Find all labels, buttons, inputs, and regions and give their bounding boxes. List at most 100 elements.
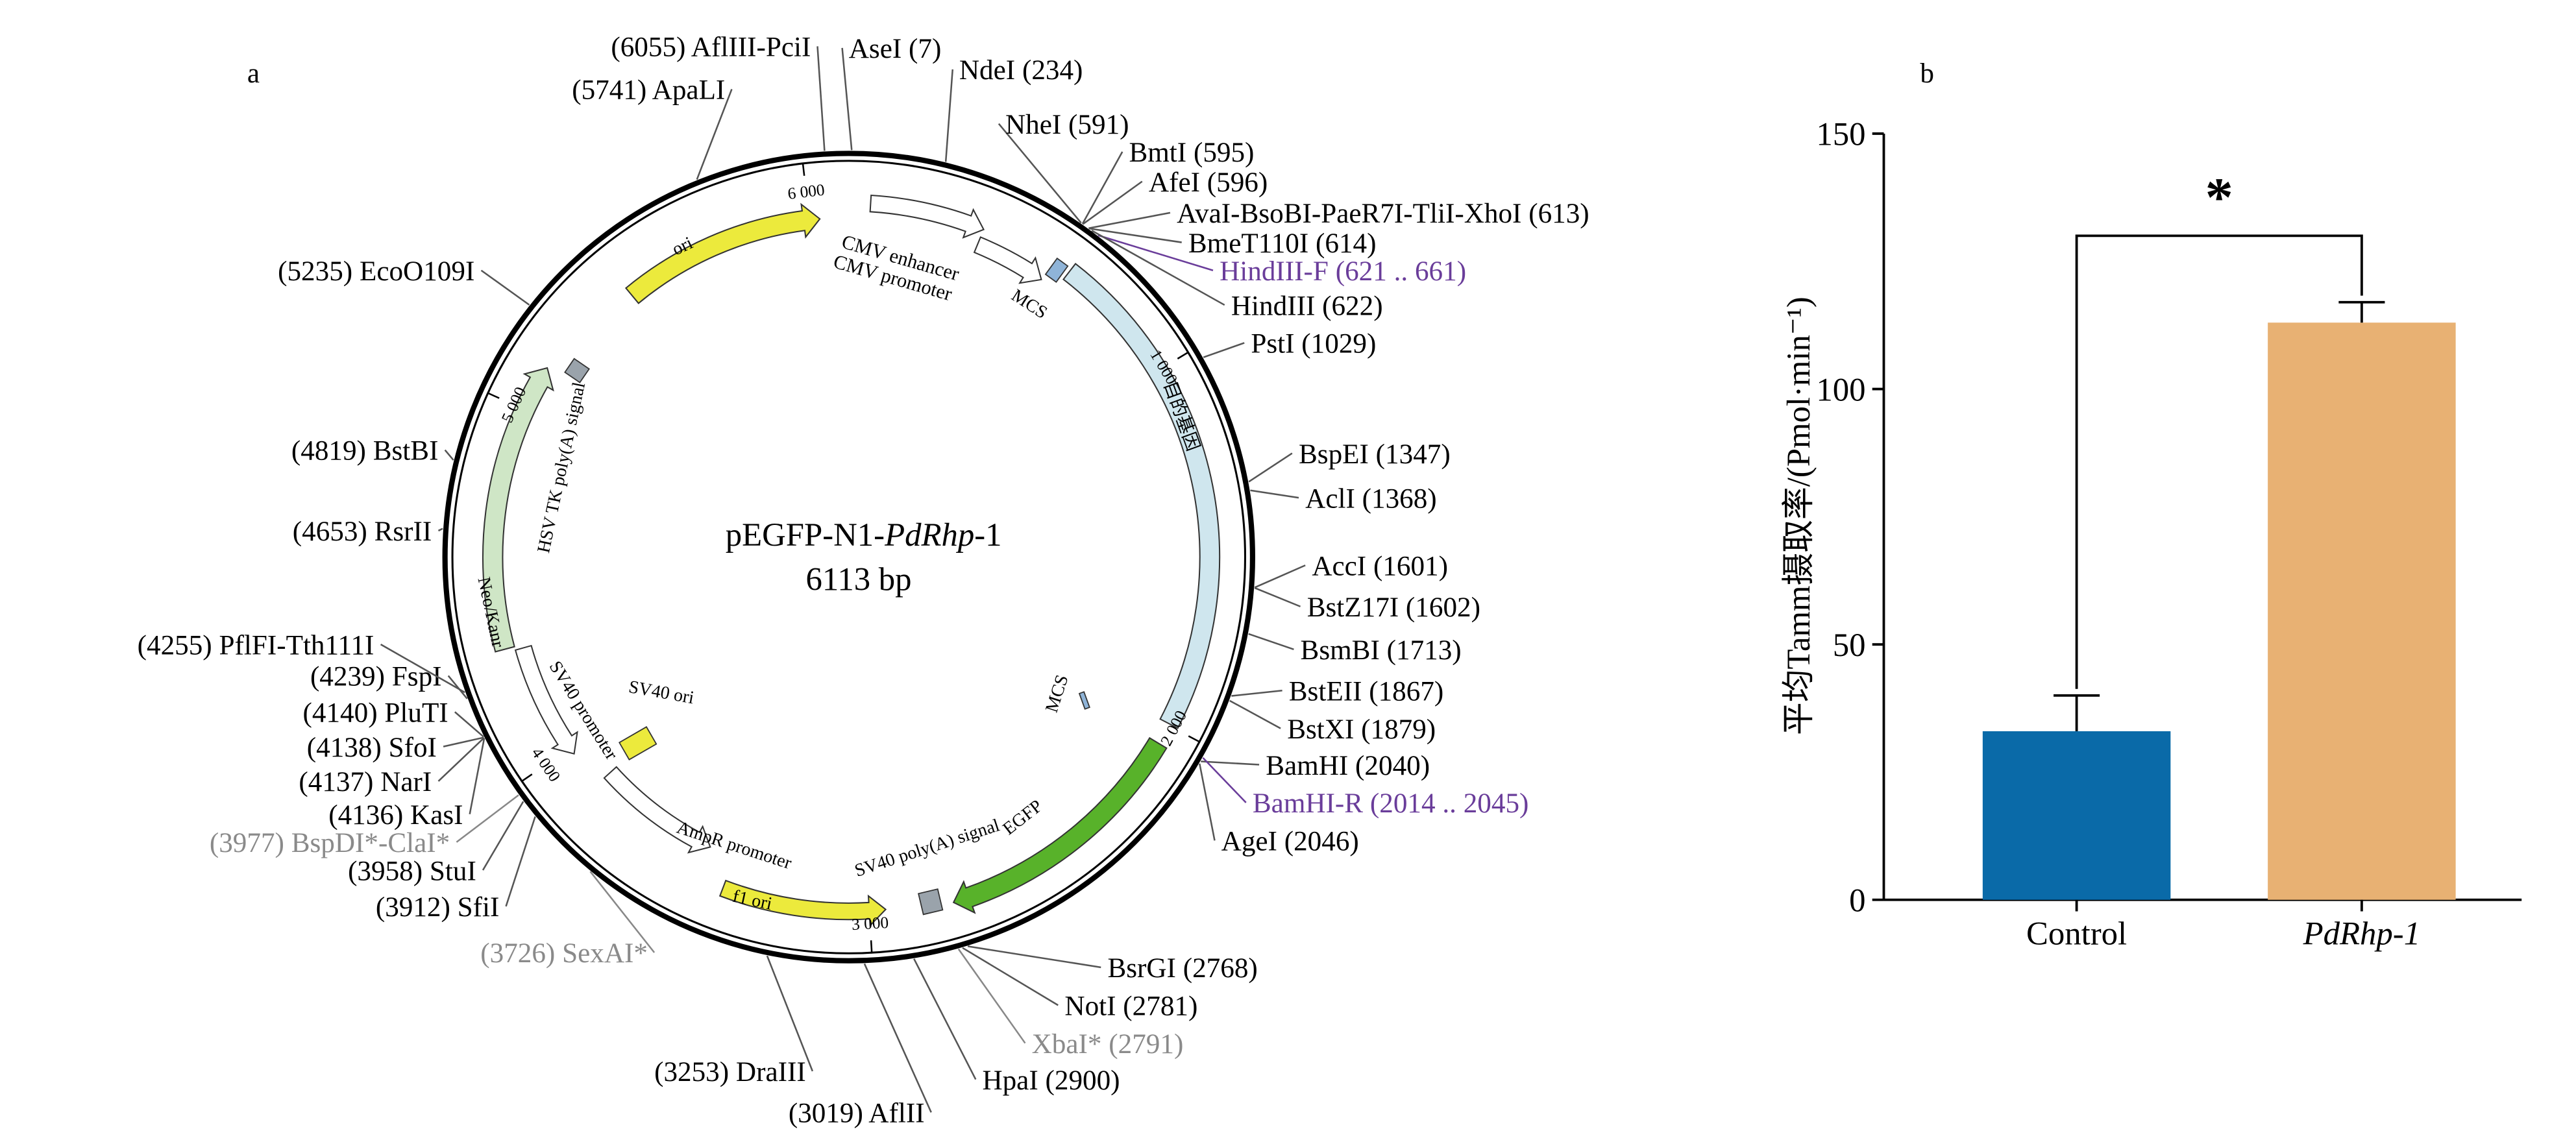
restriction-site-label: AfeI (596) — [1149, 167, 1268, 198]
restriction-site-label: (3019) AflII — [789, 1099, 925, 1129]
site-leader-line — [1201, 760, 1260, 766]
bp-tick — [487, 392, 500, 399]
restriction-site-label: PstI (1029) — [1251, 329, 1376, 359]
bp-tick — [870, 940, 873, 954]
sv40-polya-box — [918, 888, 944, 916]
restriction-site-label: BsrGI (2768) — [1107, 953, 1257, 984]
feature-label-sv40-ori: SV40 ori — [627, 677, 696, 708]
site-leader-line — [913, 958, 977, 1080]
site-leader-line — [1202, 757, 1247, 803]
significance-marker: * — [2205, 166, 2233, 228]
site-leader-line — [863, 963, 932, 1113]
site-leader-line — [1088, 227, 1182, 243]
restriction-sites: AseI (7)NdeI (234)NheI (591)BmtI (595)Af… — [138, 32, 1589, 1129]
restriction-site-label: AseI (7) — [849, 34, 942, 64]
insert-gene-arc — [1062, 263, 1221, 729]
site-leader-line — [944, 69, 954, 162]
site-leader-line — [437, 737, 485, 782]
site-leader-line — [469, 738, 485, 814]
feature-label-f1-ori: f1 ori — [731, 886, 774, 914]
bp-tick-label: 2 000 — [1157, 708, 1190, 749]
restriction-site-label: (6055) AflIII-PciI — [611, 32, 811, 63]
restriction-site-label: (5741) ApaLI — [572, 75, 725, 106]
restriction-site-label: (3977) BspDI*-ClaI* — [210, 828, 450, 858]
f1-ori-arrow — [718, 879, 887, 927]
restriction-site-label: BmtI (595) — [1129, 138, 1254, 168]
site-leader-line — [456, 794, 519, 843]
site-leader-line — [1198, 763, 1216, 841]
site-leader-line — [443, 736, 484, 747]
sv40-promoter-arrow — [514, 644, 578, 755]
site-leader-line — [1082, 180, 1143, 225]
ori-arrow — [624, 202, 821, 304]
restriction-site-label: (4140) PluTI — [303, 698, 448, 729]
site-leader-line — [505, 816, 536, 907]
site-leader-line — [482, 801, 524, 871]
restriction-site-label: BstXI (1879) — [1287, 714, 1436, 745]
restriction-site-label: (4255) PflFI-Tth111I — [138, 630, 374, 661]
bp-tick — [802, 162, 805, 176]
site-leader-line — [437, 528, 443, 532]
bp-tick — [1177, 351, 1190, 359]
site-leader-line — [444, 449, 454, 461]
restriction-site-label: (3912) SfiI — [376, 892, 500, 923]
feature-label-mcs-inner: MCS — [1042, 672, 1073, 715]
restriction-site-label: BstEII (1867) — [1289, 676, 1444, 707]
restriction-site-label: (4653) RsrII — [293, 516, 432, 547]
restriction-site-label: NotI (2781) — [1064, 991, 1197, 1022]
site-leader-line — [967, 945, 1101, 969]
site-leader-line — [1229, 699, 1281, 729]
site-leader-line — [1088, 212, 1171, 230]
site-leader-line — [1231, 689, 1282, 697]
ampr-promoter-arrow — [603, 766, 711, 854]
site-leader-line — [998, 123, 1082, 224]
panel-a-label: a — [247, 58, 260, 89]
feature-label-mcs: MCS — [1008, 285, 1051, 323]
site-leader-line — [816, 46, 826, 151]
feature-label-egfp: EGFP — [999, 796, 1046, 839]
restriction-site-label: BamHI (2040) — [1266, 751, 1430, 781]
restriction-site-label: BstZ17I (1602) — [1307, 592, 1480, 623]
restriction-site-label: (4239) FspI — [310, 662, 442, 692]
x-tick-label: Control — [2026, 915, 2127, 951]
restriction-site-label: (4137) NarI — [299, 767, 432, 797]
feature-label-insert: 目的基因 — [1159, 378, 1203, 454]
restriction-site-label: (4819) BstBI — [291, 436, 439, 467]
plasmid-size: 6113 bp — [805, 561, 911, 597]
cmv-promoter-arrow — [973, 236, 1042, 284]
feature-label-sv40-polya: SV40 poly(A) signal — [852, 815, 1002, 880]
bar-control — [1982, 731, 2171, 900]
site-leader-line — [1250, 489, 1299, 499]
restriction-site-label: (4136) KasI — [328, 800, 463, 831]
plasmid-backbone-inner — [451, 160, 1247, 954]
y-tick-label: 100 — [1816, 371, 1865, 407]
site-leader-line — [380, 644, 465, 694]
restriction-site-label: (3726) SexAI* — [480, 938, 648, 969]
y-tick-label: 150 — [1816, 116, 1865, 152]
mcs-inner-mark — [1078, 691, 1090, 710]
restriction-site-label: XbaI* (2791) — [1032, 1029, 1184, 1060]
egfp-arrow — [952, 736, 1168, 914]
hsv-polya-box — [564, 358, 590, 383]
site-leader-line — [957, 948, 1026, 1044]
plasmid-backbone-outer — [442, 151, 1255, 964]
bp-tick — [1188, 735, 1201, 743]
restriction-site-label: HpaI (2900) — [982, 1065, 1120, 1096]
sv40-ori-box — [619, 726, 657, 760]
restriction-site-label: (3253) DraIII — [654, 1057, 806, 1087]
site-leader-line — [1091, 230, 1225, 306]
y-axis-label: 平均Tamm摄取率/(Pmol·min⁻¹) — [1780, 297, 1817, 735]
neo-kanr-arrow — [482, 367, 554, 653]
site-leader-line — [696, 88, 733, 180]
site-leader-line — [480, 269, 530, 306]
plasmid-name: pEGFP-N1-PdRhp-1 — [726, 516, 1002, 553]
significance-bracket — [2075, 234, 2363, 689]
restriction-site-label: HindIII-F (621 .. 661) — [1220, 256, 1466, 287]
site-leader-line — [1248, 633, 1294, 650]
restriction-site-label: AgeI (2046) — [1221, 827, 1359, 857]
site-leader-line — [841, 47, 853, 151]
restriction-site-label: (5235) EcoO109I — [278, 256, 474, 287]
site-leader-line — [1254, 564, 1306, 589]
